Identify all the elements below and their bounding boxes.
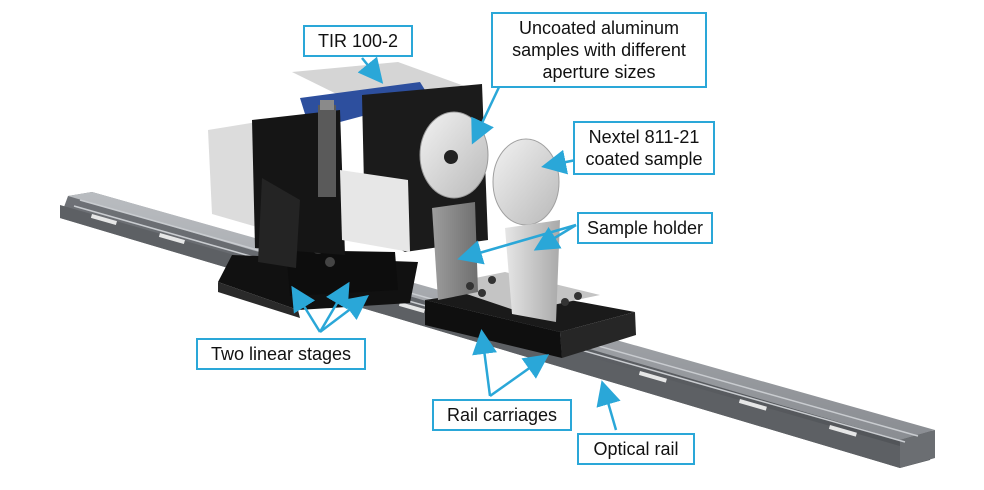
label-nextel-line-2: coated sample [585,149,703,169]
label-optical-rail: Optical rail [577,433,695,465]
label-tir-text: TIR 100-2 [317,31,399,51]
label-nextel-line-1: Nextel 811-21 [588,127,700,147]
label-uncoated-aluminum-samples: Uncoated aluminum samples with different… [491,12,707,88]
label-linear-stages-text: Two linear stages [210,344,352,364]
label-uncoated-line-3: aperture sizes [542,62,656,82]
uncoated-aluminum-sample [419,111,489,199]
callout-arrows [291,56,621,431]
label-optical-rail-text: Optical rail [593,439,679,459]
label-rail-carriages-text: Rail carriages [446,405,558,425]
label-rail-carriages: Rail carriages [432,399,572,431]
label-nextel-coated-sample: Nextel 811-21 coated sample [573,121,715,175]
label-two-linear-stages: Two linear stages [196,338,366,370]
label-sample-holder: Sample holder [577,212,713,244]
label-uncoated-line-2: samples with different [512,40,686,60]
nextel-coated-sample [492,138,560,226]
label-uncoated-line-1: Uncoated aluminum [518,18,680,38]
label-tir-100-2: TIR 100-2 [303,25,413,57]
label-sample-holder-text: Sample holder [586,218,704,238]
